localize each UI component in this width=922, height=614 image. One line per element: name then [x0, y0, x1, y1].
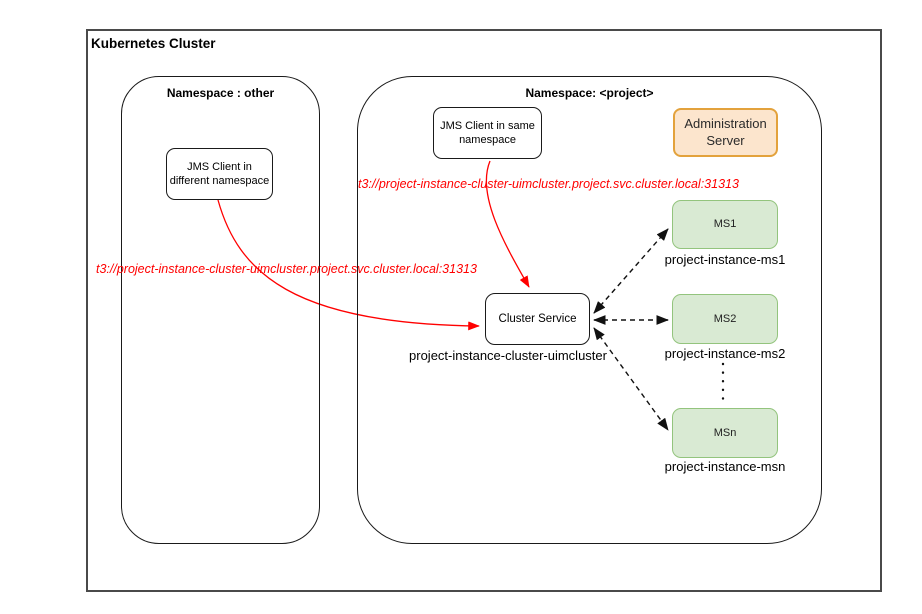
administration-server-node: Administration Server: [673, 108, 778, 157]
managed-server-ms2-node: MS2: [672, 294, 778, 344]
kubernetes-cluster-title: Kubernetes Cluster: [91, 36, 216, 51]
jms-client-different-namespace-node: JMS Client in different namespace: [166, 148, 273, 200]
managed-server-ms1-node: MS1: [672, 200, 778, 249]
namespace-other-title: Namespace : other: [166, 86, 275, 100]
managed-server-msn-node: MSn: [672, 408, 778, 458]
namespace-project-box: Namespace: <project>: [357, 76, 822, 544]
t3-url-same-namespace: t3://project-instance-cluster-uimcluster…: [358, 177, 739, 191]
managed-server-ms2-caption: project-instance-ms2: [664, 346, 786, 361]
namespace-project-title: Namespace: <project>: [525, 86, 654, 100]
dashed-arrow-msn: [593, 327, 669, 431]
managed-server-msn-caption: project-instance-msn: [664, 459, 786, 474]
cluster-service-caption: project-instance-cluster-uimcluster: [409, 348, 607, 363]
kubernetes-cluster-box: [86, 29, 882, 592]
red-arrow-same-namespace: [485, 160, 530, 288]
jms-client-same-namespace-node: JMS Client in same namespace: [433, 107, 542, 159]
namespace-other-box: Namespace : other: [121, 76, 320, 544]
t3-url-other-namespace: t3://project-instance-cluster-uimcluster…: [96, 262, 477, 276]
dashed-arrow-ms1: [593, 228, 669, 314]
cluster-service-node: Cluster Service: [485, 293, 590, 345]
red-arrow-other-namespace: [217, 199, 480, 331]
managed-server-ms1-caption: project-instance-ms1: [664, 252, 786, 267]
